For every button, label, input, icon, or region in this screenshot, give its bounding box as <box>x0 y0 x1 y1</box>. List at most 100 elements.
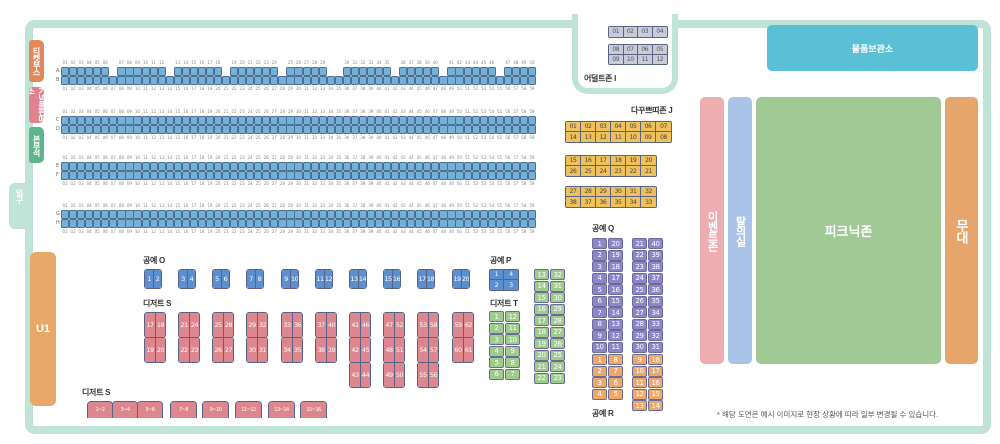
booth[interactable]: 60 <box>453 338 463 362</box>
dessert-t-booth[interactable]: 27 <box>550 326 565 338</box>
booth[interactable]: 9 <box>282 270 290 288</box>
booth[interactable]: 11 <box>316 270 324 288</box>
booth[interactable]: 46 <box>360 313 370 337</box>
craft-r-booth[interactable]: 9 <box>632 354 647 365</box>
seat[interactable] <box>61 67 70 76</box>
storage-zone[interactable]: 물품보관소 <box>767 25 978 71</box>
seat[interactable] <box>318 171 327 180</box>
seat[interactable] <box>197 67 207 76</box>
seat[interactable] <box>189 219 198 228</box>
craft-q-booth[interactable]: 38 <box>648 261 663 272</box>
seat[interactable] <box>149 162 158 171</box>
dessert-t-booth[interactable]: 13 <box>534 269 549 280</box>
seat[interactable] <box>495 125 504 134</box>
booth[interactable]: 19 <box>626 156 641 166</box>
seat[interactable] <box>407 76 416 85</box>
seat[interactable] <box>85 76 94 85</box>
seat[interactable] <box>463 162 472 171</box>
booth[interactable]: 26 <box>566 166 581 176</box>
seat[interactable] <box>479 76 488 85</box>
seat[interactable] <box>407 210 416 219</box>
seat[interactable] <box>270 67 279 76</box>
booth[interactable]: 39 <box>326 338 336 362</box>
craft-q-booth[interactable]: 3 <box>592 261 607 272</box>
craft-q-booth[interactable]: 33 <box>648 318 663 330</box>
seat[interactable] <box>69 210 78 219</box>
seat[interactable] <box>230 116 239 125</box>
booth[interactable]: 10 <box>626 132 641 142</box>
seat[interactable] <box>334 116 343 125</box>
booth[interactable]: 02 <box>581 122 596 132</box>
craft-q-booth[interactable]: 24 <box>632 272 647 284</box>
booth[interactable]: 40 <box>326 313 336 337</box>
seat[interactable] <box>181 125 190 134</box>
seat[interactable] <box>511 125 520 134</box>
seat[interactable] <box>294 171 303 180</box>
seat[interactable] <box>101 219 110 228</box>
seat[interactable] <box>149 67 158 76</box>
seat[interactable] <box>278 210 287 219</box>
booth[interactable]: 8 <box>255 270 263 288</box>
seat[interactable] <box>141 67 150 76</box>
seat[interactable] <box>189 210 198 219</box>
seat[interactable] <box>503 67 512 76</box>
seat[interactable] <box>149 210 158 219</box>
seat[interactable] <box>157 219 166 228</box>
craft-q-booth[interactable]: 6 <box>592 295 607 307</box>
seat[interactable] <box>197 171 207 180</box>
seat[interactable] <box>407 116 416 125</box>
seat[interactable] <box>495 171 504 180</box>
booth[interactable]: 24 <box>189 313 199 337</box>
seat[interactable] <box>431 67 440 76</box>
craft-q-booth[interactable]: 8 <box>592 318 607 330</box>
seat[interactable] <box>133 125 142 134</box>
craft-q-booth[interactable]: 21 <box>632 238 647 249</box>
booth[interactable]: 14 <box>358 270 366 288</box>
booth[interactable]: 53 <box>418 313 428 337</box>
seat[interactable] <box>157 116 166 125</box>
seat[interactable] <box>173 125 182 134</box>
seat[interactable] <box>230 67 239 76</box>
seat[interactable] <box>407 162 416 171</box>
seat[interactable] <box>149 116 158 125</box>
booth[interactable]: 33 <box>282 313 292 337</box>
seat[interactable] <box>213 210 223 219</box>
seat[interactable] <box>101 210 110 219</box>
seat[interactable] <box>423 76 432 85</box>
seat[interactable] <box>350 162 359 171</box>
seat[interactable] <box>205 210 215 219</box>
booth[interactable]: 4 <box>187 270 195 288</box>
seat[interactable] <box>527 76 537 85</box>
booth[interactable]: 37 <box>581 197 596 207</box>
seat[interactable] <box>415 171 424 180</box>
booth[interactable]: 03 <box>638 27 653 37</box>
dessert-t-booth[interactable]: 14 <box>534 280 549 292</box>
booth[interactable]: 15~16 <box>301 402 326 418</box>
seat[interactable] <box>213 162 223 171</box>
craft-q-booth[interactable]: 23 <box>632 261 647 272</box>
craft-q-booth[interactable]: 13 <box>608 318 623 330</box>
seat[interactable] <box>527 67 537 76</box>
seat[interactable] <box>391 116 400 125</box>
seat[interactable] <box>213 219 223 228</box>
seat[interactable] <box>197 125 207 134</box>
craft-q-booth[interactable]: 4 <box>592 272 607 284</box>
seat[interactable] <box>77 67 86 76</box>
dessert-t-booth[interactable]: 2 <box>489 322 504 334</box>
seat[interactable] <box>350 76 359 85</box>
craft-r-booth[interactable]: 2 <box>592 365 607 377</box>
booth[interactable]: 03 <box>596 122 611 132</box>
booth[interactable]: 1 <box>145 270 153 288</box>
seat[interactable] <box>415 219 424 228</box>
booth[interactable]: 38 <box>566 197 581 207</box>
seat[interactable] <box>455 67 464 76</box>
seat[interactable] <box>366 162 376 171</box>
seat[interactable] <box>503 116 512 125</box>
seat[interactable] <box>125 162 134 171</box>
dessert-t-booth[interactable]: 11 <box>505 322 520 334</box>
seat[interactable] <box>503 162 512 171</box>
booth[interactable]: 1 <box>490 270 504 280</box>
seat[interactable] <box>213 125 223 134</box>
seat[interactable] <box>310 116 319 125</box>
seat[interactable] <box>439 116 448 125</box>
